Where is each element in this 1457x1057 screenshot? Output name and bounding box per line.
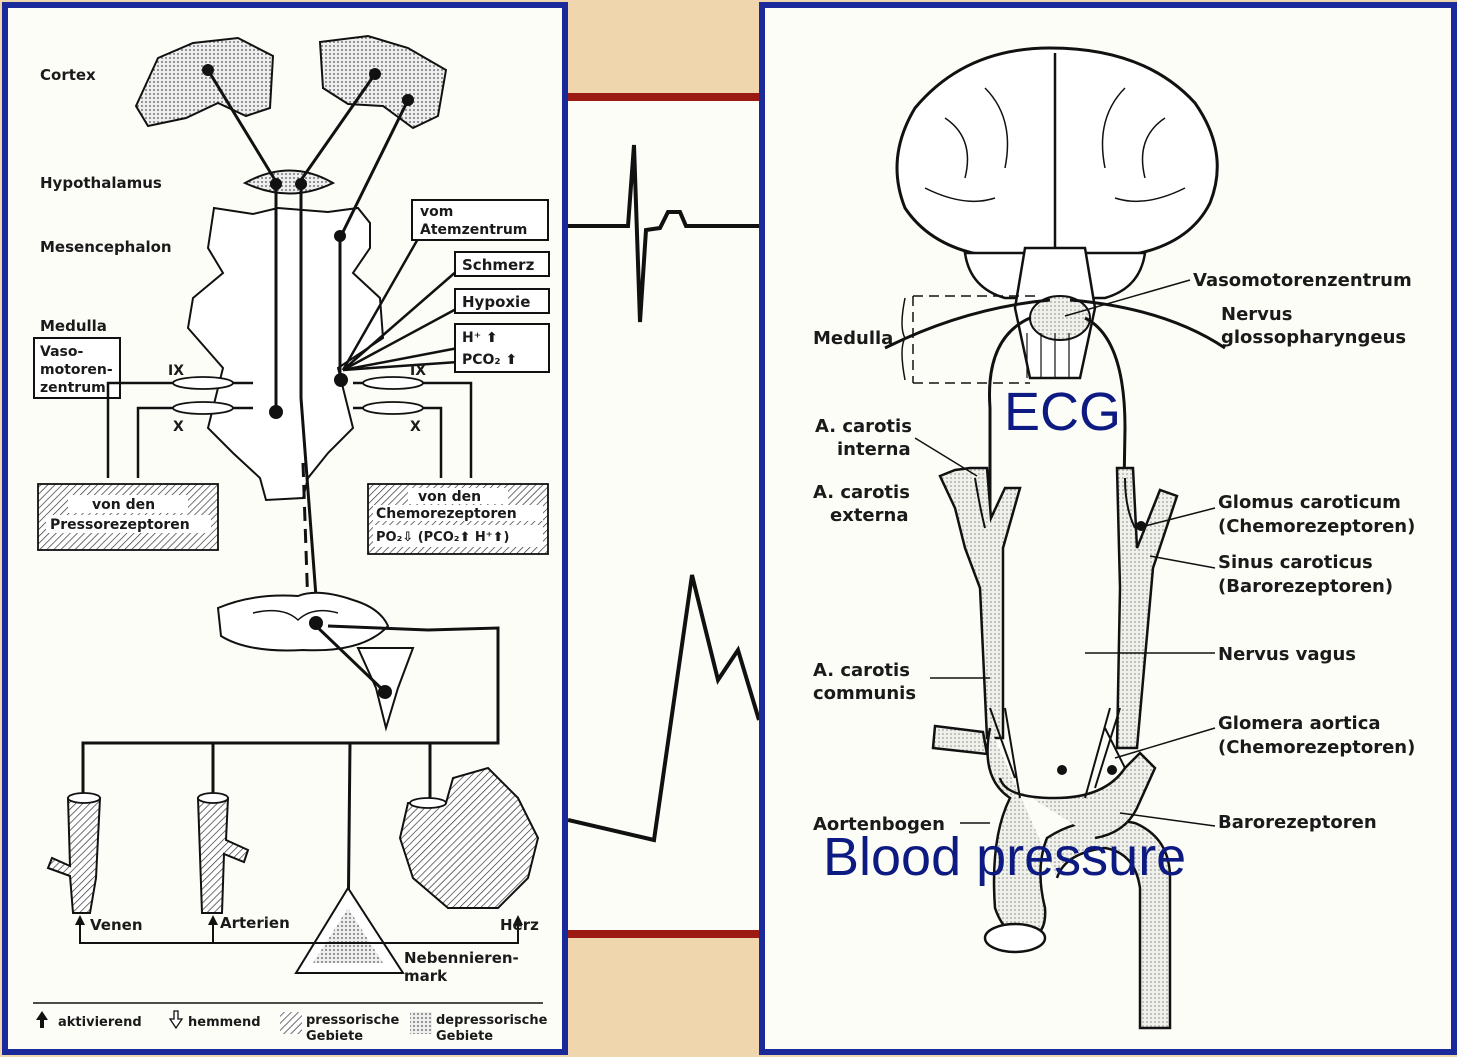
carotid-arteries: [940, 468, 1177, 748]
inhibiting-arrow-icon: [170, 1011, 182, 1028]
chemoreceptor-line2: Chemorezeptoren: [376, 506, 517, 522]
glomera-aortica-line2: (Chemorezeptoren): [1218, 737, 1415, 758]
brainstem-shape: [188, 208, 383, 500]
pco2-input-label: PCO₂ ⬆: [462, 352, 517, 368]
sinus-caroticus-line2: (Barorezeptoren): [1218, 576, 1393, 597]
ecg-trace: [568, 145, 759, 322]
medulla-label: Medulla: [40, 317, 107, 335]
glossopharyngeal-line1: Nervus: [1221, 304, 1292, 325]
carotis-communis-line2: communis: [813, 683, 916, 704]
medulla-right-label: Medulla: [813, 328, 893, 349]
legend-pressor-line1: pressorische: [306, 1013, 400, 1028]
carotis-communis-line1: A. carotis: [813, 660, 910, 681]
heart-label: Herz: [500, 916, 539, 934]
carotid-aortic-diagram: Vasomotorenzentrum Nervus glossopharynge…: [765, 8, 1451, 1049]
mesencephalon-label: Mesencephalon: [40, 238, 172, 256]
carotis-interna-line1: A. carotis: [815, 416, 912, 437]
vasomotor-center-label: Vasomotorenzentrum: [1193, 270, 1412, 291]
arteries-label: Arterien: [220, 914, 290, 932]
h-plus-input-label: H⁺ ⬆: [462, 330, 498, 346]
ecg-overlay-label: ECG: [1004, 385, 1121, 439]
hypothalamus-label: Hypothalamus: [40, 174, 162, 192]
chemoreceptor-line3: PO₂⇩ (PCO₂⬆ H⁺⬆): [376, 530, 509, 545]
glomus-caroticum-line2: (Chemorezeptoren): [1218, 516, 1415, 537]
blood-pressure-trace: [568, 575, 759, 840]
pressoreceptor-line2: Pressorezeptoren: [50, 517, 190, 533]
respiratory-center-line1: vom: [420, 204, 453, 220]
adrenal-label-line1: Nebennieren-: [404, 949, 519, 967]
activating-arrow-icon: [36, 1011, 48, 1028]
trace-svg: [568, 0, 759, 1057]
x-left-label: X: [173, 419, 184, 435]
adrenal-label-line2: mark: [404, 967, 448, 985]
spinal-cord-shape: [218, 593, 388, 651]
artery-shape: [198, 798, 248, 913]
carotis-externa-line2: externa: [830, 505, 908, 526]
hypoxia-input-label: Hypoxie: [462, 293, 530, 311]
hypothalamus-shape: [245, 171, 333, 194]
heart-shape: [400, 768, 538, 908]
legend-depressor-line2: Gebiete: [436, 1029, 493, 1044]
legend-activating: aktivierend: [58, 1015, 142, 1030]
baroreflex-pathway-diagram: Cortex Hypothalamus Mesencephalon Medull…: [8, 8, 562, 1049]
sinus-caroticus-line1: Sinus caroticus: [1218, 552, 1373, 573]
chemoreceptor-line1: von den: [418, 489, 481, 505]
glomus-caroticum-line1: Glomus caroticum: [1218, 492, 1401, 513]
carotis-interna-line2: interna: [837, 439, 911, 460]
legend-depressor-line1: depressorische: [436, 1013, 548, 1028]
veins-label: Venen: [90, 916, 143, 934]
carotis-externa-line1: A. carotis: [813, 482, 910, 503]
cerebrum-shape: [897, 48, 1217, 259]
x-right-label: X: [410, 419, 421, 435]
ix-right-label: IX: [410, 363, 426, 379]
blood-pressure-overlay-label: Blood pressure: [823, 830, 1186, 884]
cortex-right-shape: [320, 36, 446, 128]
vasomotor-label-line3: zentrum: [40, 380, 106, 396]
respiratory-center-line2: Atemzentrum: [420, 222, 527, 238]
glossopharyngeal-line2: glossopharyngeus: [1221, 327, 1406, 348]
left-diagram-panel: Cortex Hypothalamus Mesencephalon Medull…: [2, 2, 568, 1055]
cortex-label: Cortex: [40, 66, 96, 84]
legend-inhibiting: hemmend: [188, 1015, 261, 1030]
baroreceptors-label: Barorezeptoren: [1218, 812, 1377, 833]
pressor-swatch: [280, 1012, 302, 1034]
legend-pressor-line2: Gebiete: [306, 1029, 363, 1044]
vagus-label: Nervus vagus: [1218, 644, 1356, 665]
right-diagram-panel: Vasomotorenzentrum Nervus glossopharynge…: [759, 2, 1457, 1055]
vasomotor-label-line2: motoren-: [40, 362, 113, 378]
depressor-swatch: [410, 1012, 432, 1034]
glomera-aortica-line1: Glomera aortica: [1218, 713, 1381, 734]
pain-input-label: Schmerz: [462, 256, 535, 274]
ix-left-label: IX: [168, 363, 184, 379]
pressoreceptor-line1: von den: [92, 497, 155, 513]
cortex-left-shape: [136, 38, 273, 126]
vasomotor-label-line1: Vaso-: [40, 344, 83, 360]
legend: aktivierend hemmend pressorische Gebiete…: [36, 1011, 548, 1044]
vein-shape: [48, 798, 100, 913]
